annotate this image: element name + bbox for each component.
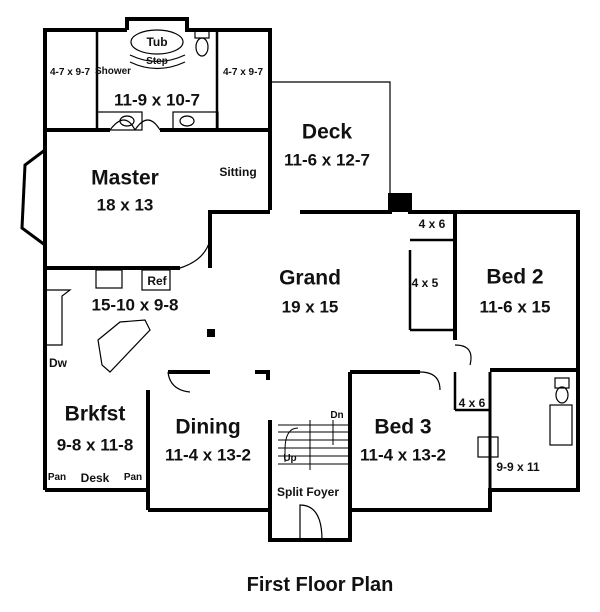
bed3-size: 11-4 x 13-2 — [359, 445, 447, 465]
master-name: Master — [91, 166, 159, 190]
closet-4x5: 4 x 5 — [411, 276, 439, 290]
bath-size: 9-9 x 11 — [496, 460, 540, 474]
dining-size: 11-4 x 13-2 — [164, 445, 252, 465]
deck-name: Deck — [301, 120, 353, 144]
stairs-down-label: Dn — [330, 410, 344, 421]
split-foyer-label: Split Foyer — [276, 485, 340, 499]
grand-size: 19 x 15 — [281, 297, 339, 317]
sitting-label: Sitting — [219, 165, 257, 179]
dining-name: Dining — [175, 415, 241, 439]
master-size: 18 x 13 — [96, 195, 154, 215]
step-label: Step — [146, 56, 168, 67]
pantry-right: Pan — [123, 472, 143, 483]
desk-label: Desk — [80, 471, 110, 485]
master-bath-size: 11-9 x 10-7 — [113, 90, 201, 110]
bed2-size: 11-6 x 15 — [479, 297, 551, 317]
kitchen-size: 15-10 x 9-8 — [91, 295, 179, 315]
stairs-up-label: Up — [283, 453, 297, 464]
bed2-name: Bed 2 — [486, 265, 544, 289]
closet-right-size: 4-7 x 9-7 — [222, 67, 264, 78]
tub-label: Tub — [146, 35, 168, 49]
bed3-name: Bed 3 — [374, 415, 432, 439]
brkfst-size: 9-8 x 11-8 — [56, 435, 134, 455]
dw-label: Dw — [49, 356, 67, 370]
closet-4x6-top: 4 x 6 — [418, 217, 446, 231]
brkfst-name: Brkfst — [64, 402, 126, 426]
deck-size: 11-6 x 12-7 — [283, 150, 371, 170]
pantry-left: Pan — [47, 472, 67, 483]
grand-name: Grand — [279, 266, 341, 290]
ref-label: Ref — [147, 274, 167, 288]
closet-left-size: 4-7 x 9-7 — [49, 67, 91, 78]
plan-title: First Floor Plan — [246, 574, 394, 596]
closet-4x6-bottom: 4 x 6 — [458, 396, 486, 410]
shower-label: Shower — [94, 66, 132, 77]
